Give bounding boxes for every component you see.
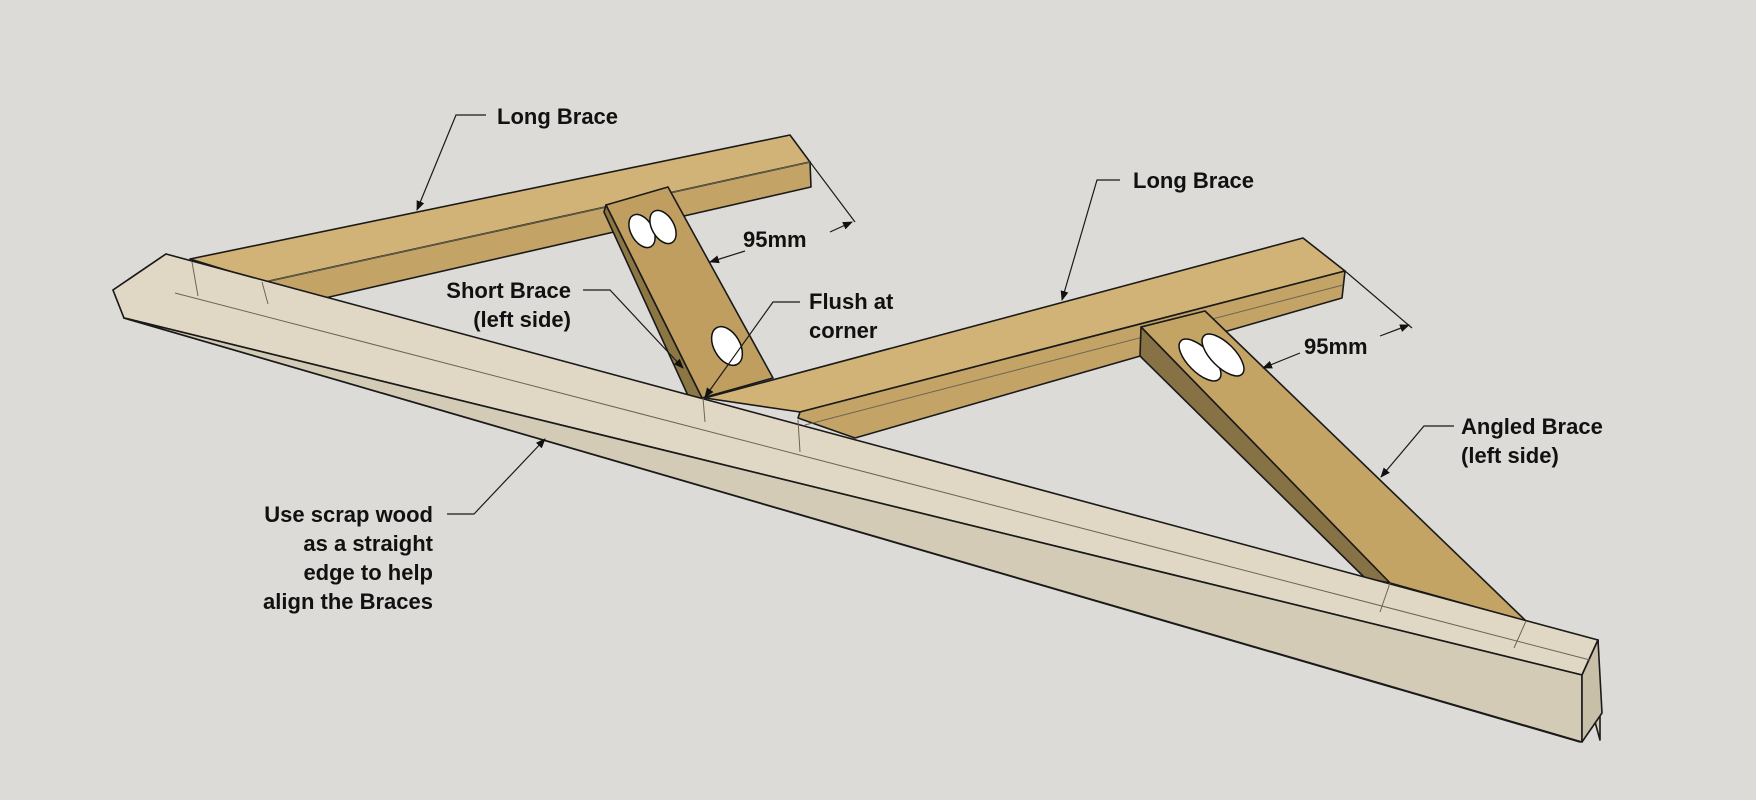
short-brace-left-side (603, 186, 774, 401)
scrap-wood-straight-edge (112, 253, 1603, 743)
screw-hole (1201, 333, 1245, 377)
label-short-brace-line1: Short Brace (446, 278, 571, 303)
label-angled-brace-line2: (left side) (1461, 443, 1559, 468)
label-flush-line2: corner (809, 318, 878, 343)
label-long-brace-left: Long Brace (497, 104, 618, 129)
leader-long-brace-left (416, 114, 486, 211)
dimension-right: 95mm (1262, 270, 1413, 369)
label-scrap-line3: edge to help (303, 560, 433, 585)
angled-brace-left-side (1139, 310, 1527, 622)
label-flush-line1: Flush at (809, 289, 894, 314)
leader-flush-corner (704, 301, 800, 398)
label-scrap-line4: align the Braces (263, 589, 433, 614)
leader-scrap-wood (447, 438, 546, 515)
label-long-brace-right: Long Brace (1133, 168, 1254, 193)
long-brace-left (189, 134, 812, 299)
screw-hole (649, 209, 677, 245)
label-angled-brace-line1: Angled Brace (1461, 414, 1603, 439)
dimension-label-left: 95mm (743, 227, 807, 252)
leader-short-brace (583, 289, 684, 369)
leader-long-brace-right (1060, 179, 1120, 301)
label-short-brace-line2: (left side) (473, 307, 571, 332)
dimension-left: 95mm (709, 161, 856, 264)
label-scrap-line1: Use scrap wood (264, 502, 433, 527)
dimension-label-right: 95mm (1304, 334, 1368, 359)
leader-angled-brace (1380, 425, 1454, 478)
label-scrap-line2: as a straight (303, 531, 433, 556)
long-brace-right (704, 237, 1346, 439)
